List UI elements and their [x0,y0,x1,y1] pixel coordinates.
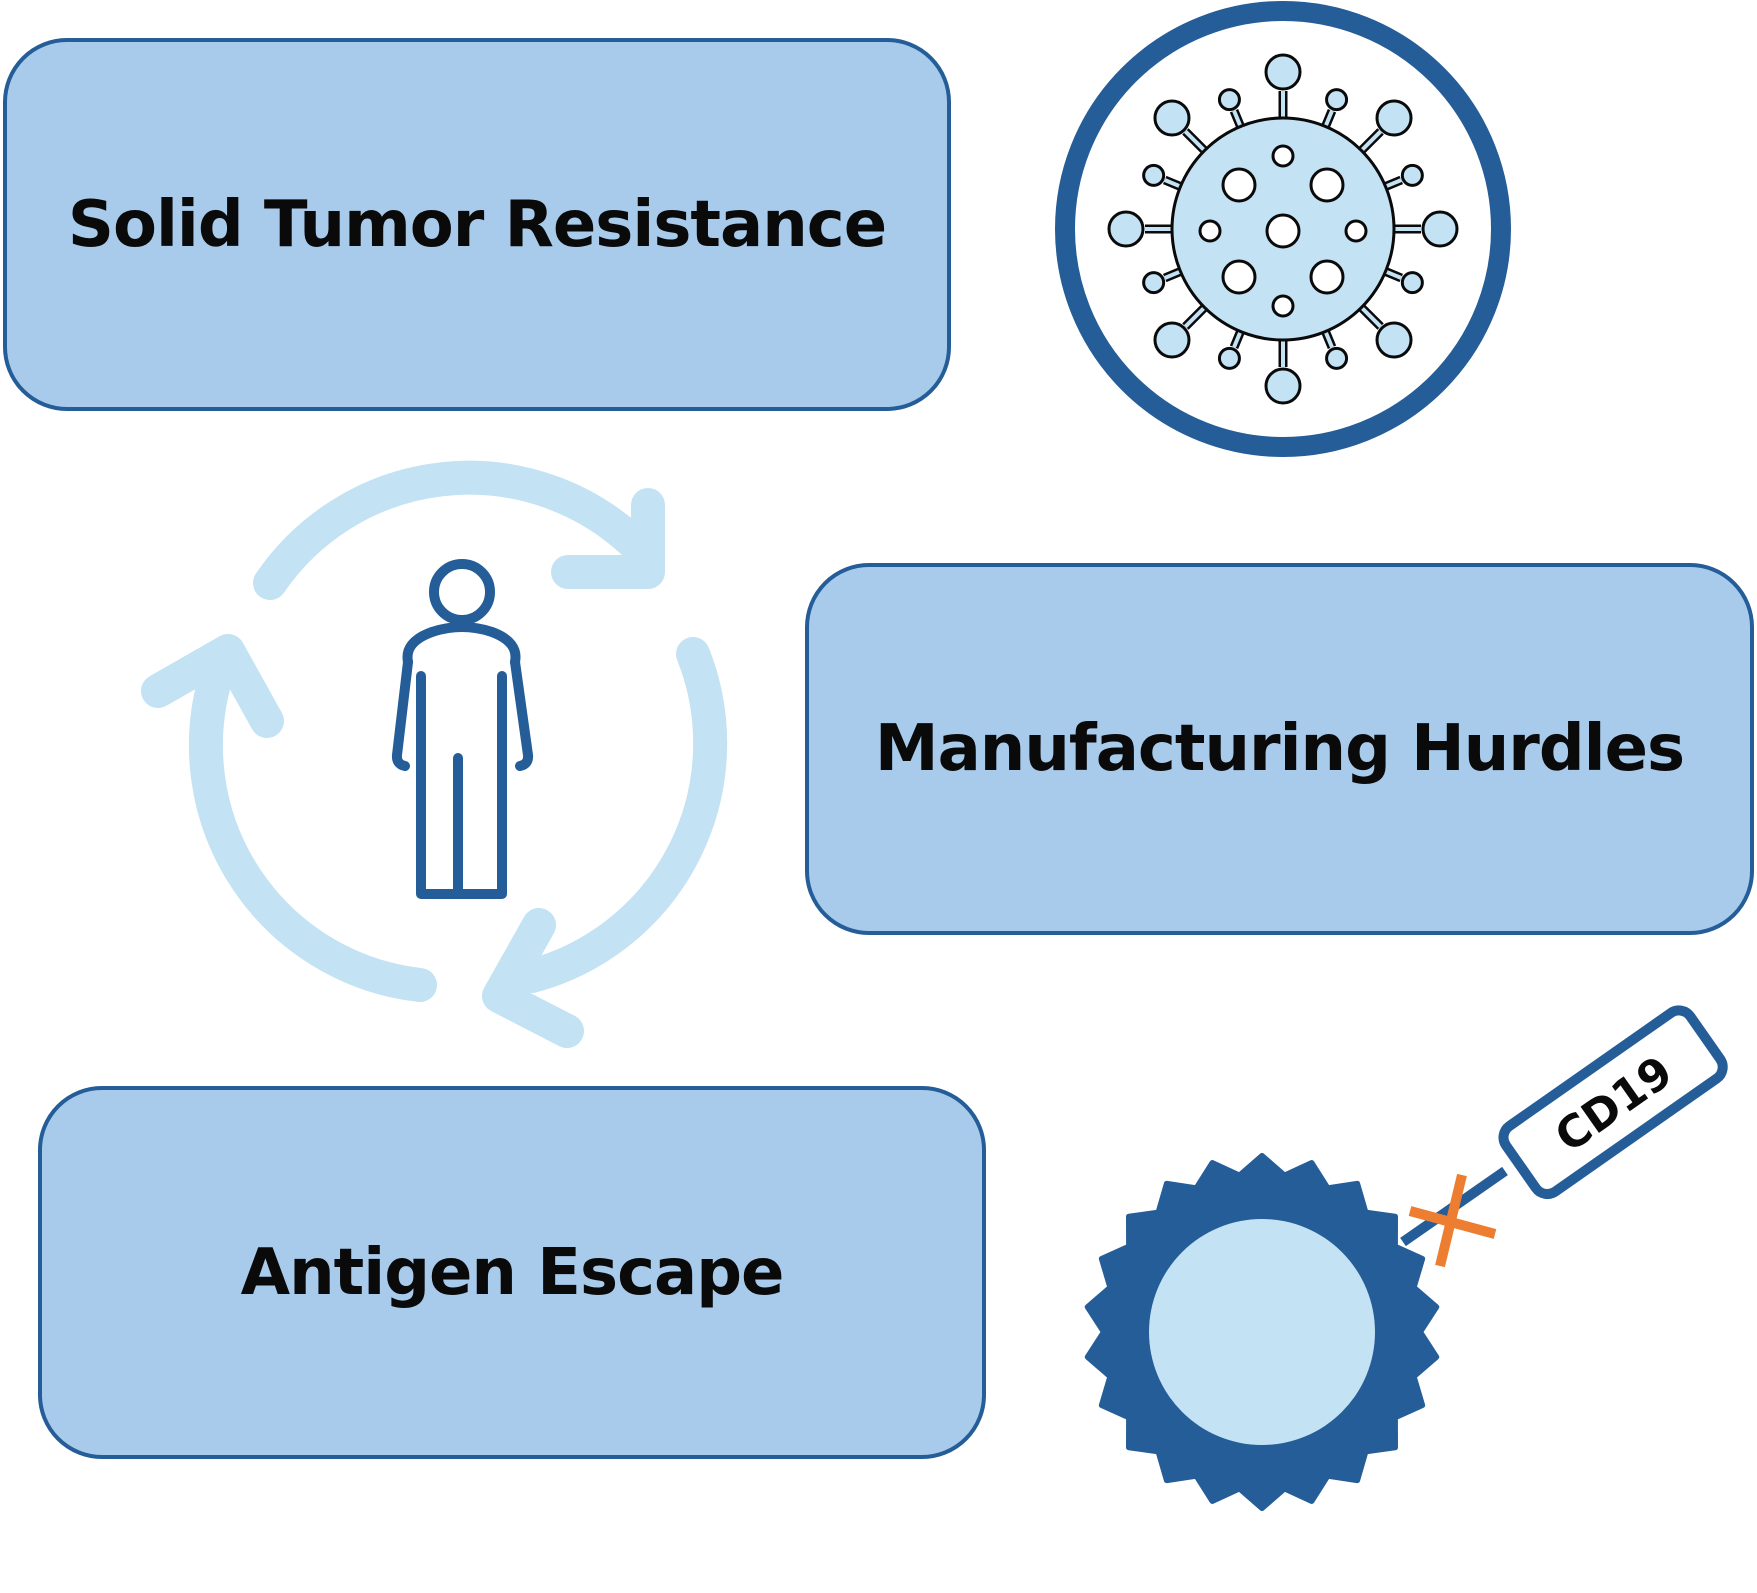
virus-spike-head [1375,99,1413,137]
tumor-cell-icon [1084,1153,1440,1511]
solid-tumor-resistance-box: Solid Tumor Resistance [3,38,951,411]
manufacturing-hurdles-label: Manufacturing Hurdles [874,712,1685,786]
virus-spike-head [1217,346,1241,370]
virus-spike-head [1400,271,1424,295]
virus-spike-head [1264,367,1302,405]
antigen-escape-box: Antigen Escape [38,1086,986,1459]
virus-spike-head [1375,321,1413,359]
virus-icon [1055,1,1511,457]
patient-cycle-icon [141,460,728,1048]
solid-tumor-resistance-label: Solid Tumor Resistance [67,187,887,262]
antigen-escape-label: Antigen Escape [240,1235,785,1310]
virus-spike-head [1153,321,1191,359]
virus-spike-head [1421,210,1459,248]
virus-spike-head [1217,88,1241,112]
tumor-cell-nucleus [1149,1219,1375,1445]
virus-spike-head [1400,163,1424,187]
antigen-tag-icon: CD19 [1498,1005,1728,1200]
virus-dots [1198,144,1368,318]
virus-spike-head [1107,210,1145,248]
virus-spike-head [1325,88,1349,112]
virus-spike-head [1142,163,1166,187]
virus-spikes [1107,53,1459,405]
person-icon [391,559,534,899]
cross-mark-icon [1408,1173,1497,1268]
virus-spike-head [1264,53,1302,91]
virus-spike-head [1325,346,1349,370]
manufacturing-hurdles-box: Manufacturing Hurdles [805,563,1754,935]
virus-spike-head [1153,99,1191,137]
virus-spike-head [1142,271,1166,295]
